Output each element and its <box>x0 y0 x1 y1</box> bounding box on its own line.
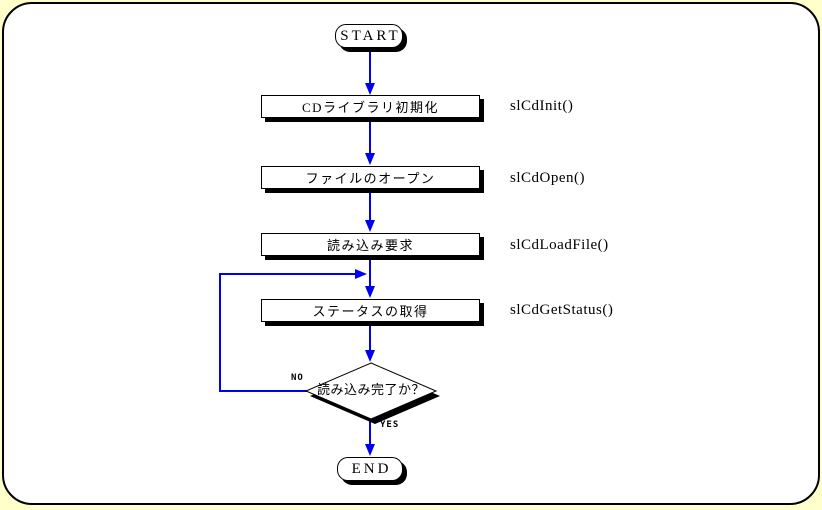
terminal-end: END <box>337 457 403 481</box>
process-step-read-request: 読み込み要求 <box>261 233 480 256</box>
api-label-slcdinit: slCdInit() <box>510 98 574 114</box>
api-label-slcdloadfile: slCdLoadFile() <box>510 237 609 253</box>
yes-branch-label: YES <box>380 420 400 430</box>
process-step-file-open: ファイルのオープン <box>261 166 480 189</box>
start-label: START <box>340 27 401 44</box>
decision-label: 読み込み完了か？ <box>316 382 425 397</box>
api-label-slcdopen: slCdOpen() <box>510 170 585 186</box>
terminal-start: START <box>335 24 403 48</box>
process-step-label: ステータスの取得 <box>312 304 429 319</box>
process-step-label: 読み込み要求 <box>326 238 414 253</box>
no-branch-label: NO <box>291 373 304 383</box>
end-label: END <box>351 460 392 477</box>
api-label-slcdgetstatus: slCdGetStatus() <box>510 302 614 318</box>
process-step-cd-library-init: CDライブラリ初期化 <box>261 95 480 118</box>
process-step-get-status: ステータスの取得 <box>261 299 480 322</box>
process-step-label: CDライブラリ初期化 <box>301 100 440 115</box>
process-step-label: ファイルのオープン <box>305 171 436 186</box>
